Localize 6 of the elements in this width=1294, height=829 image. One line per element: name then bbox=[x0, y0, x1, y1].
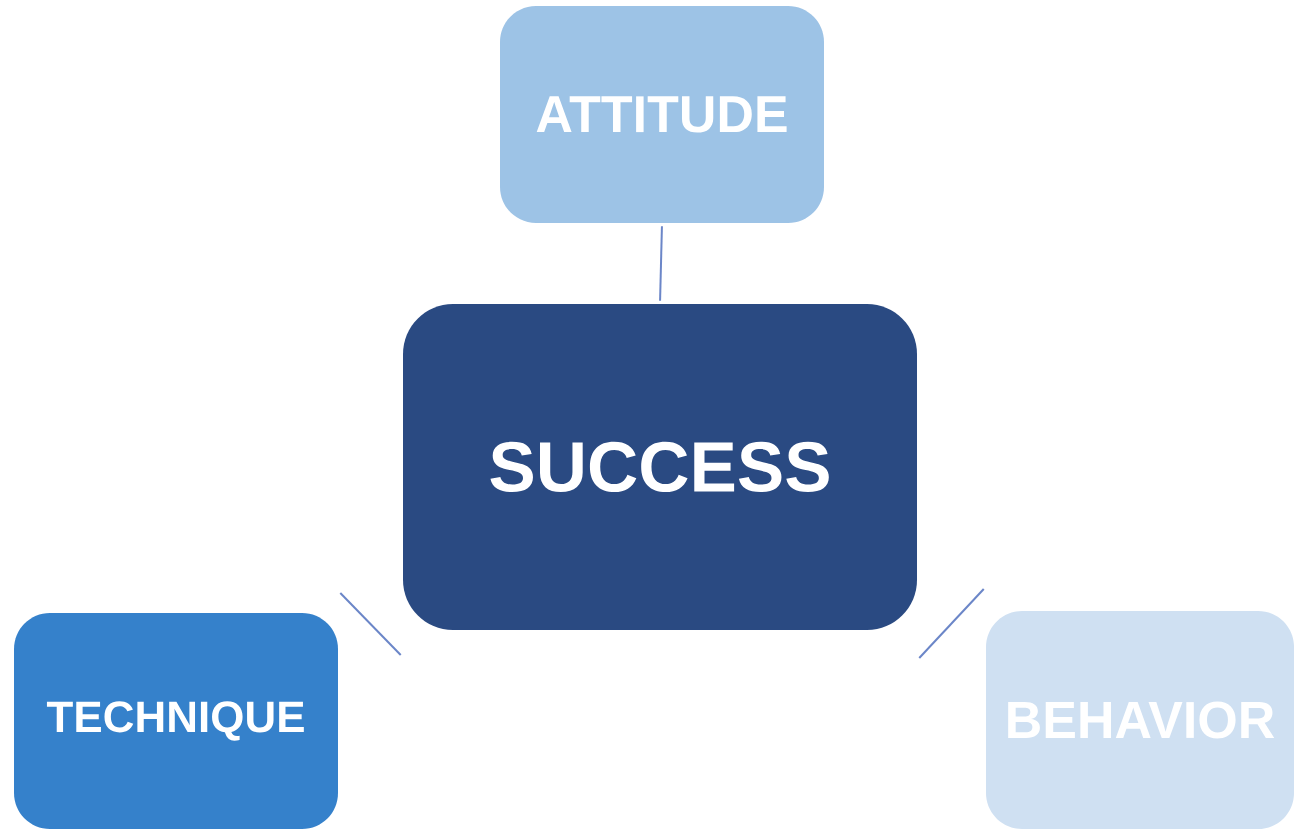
connector-line bbox=[918, 588, 985, 659]
rounded-box: SUCCESS bbox=[403, 304, 917, 630]
rounded-box: ATTITUDE bbox=[500, 6, 824, 223]
connector-line bbox=[339, 591, 402, 657]
connector-line bbox=[659, 225, 663, 302]
rounded-box: TECHNIQUE bbox=[14, 613, 338, 829]
